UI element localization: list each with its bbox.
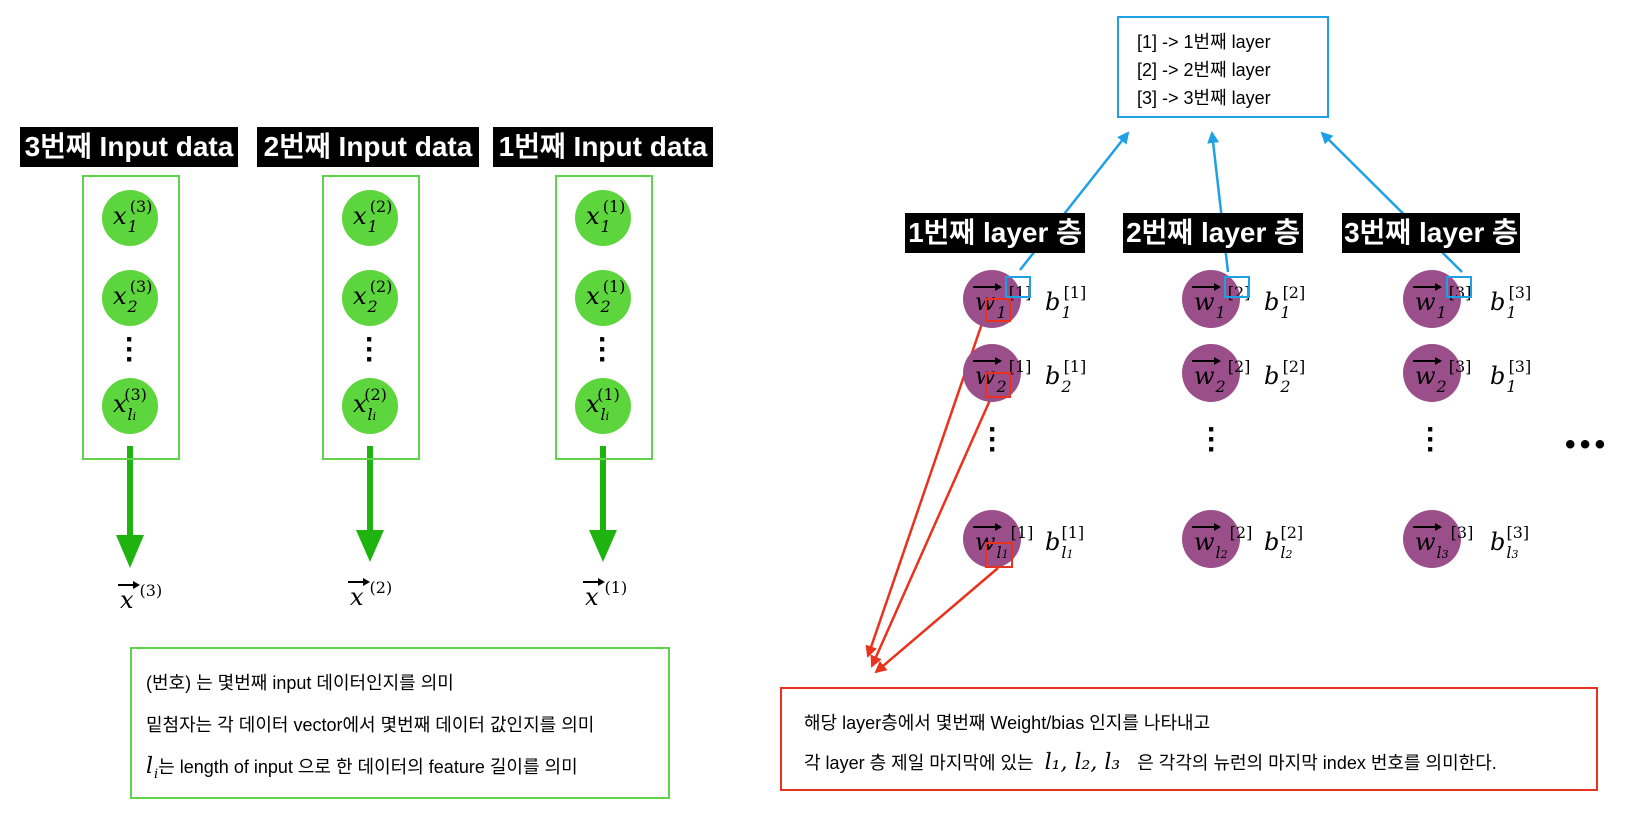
layer-3-node-2 [1403, 344, 1461, 402]
input-note-line-3: li는 length of input 으로 한 데이터의 feature 길이… [146, 754, 578, 782]
red-arrow-2 [870, 399, 992, 668]
red-highlight-1 [985, 298, 1011, 322]
layer-2-node-2 [1182, 344, 1240, 402]
input-node-1-2 [575, 270, 631, 326]
input-header-3: 3번째 Input data [20, 127, 238, 167]
layer-2-weight-2: w2[2] [1192, 357, 1251, 396]
input-node-3-2 [102, 270, 158, 326]
red-highlight-3 [985, 542, 1013, 568]
layer-2-weight-l: wl2[2] [1192, 523, 1253, 562]
input-label-3-2: x2(3) [113, 277, 153, 316]
input-node-1-l [575, 378, 631, 434]
layer-header-1: 1번째 layer 층 [905, 213, 1085, 253]
input-node-3-l [102, 378, 158, 434]
blue-highlight-1 [1005, 276, 1031, 298]
layer-3-dots: ··· [1426, 413, 1436, 466]
input-label-2-l: xli(2) [353, 385, 387, 424]
input-dots-2: ··· [365, 323, 375, 376]
layer-legend-box: [1] -> 1번째 layer [2] -> 2번째 layer [3] ->… [1117, 16, 1329, 118]
layer-legend-line-2: [2] -> 2번째 layer [1137, 60, 1271, 80]
input-note-li: li [146, 754, 159, 782]
input-label-1-1: x1(1) [586, 197, 626, 236]
input-node-1-1 [575, 190, 631, 246]
input-column-2 [322, 175, 420, 460]
layer-1-bias-l: bl1[1] [1045, 523, 1085, 562]
layer-2-node-l [1182, 510, 1240, 568]
layer-note-line-2: 각 layer 층 제일 마지막에 있는 l₁, l₂, l₃ 은 각각의 뉴런… [804, 750, 1497, 775]
layer-1-weight-l: wl1[1] [973, 523, 1034, 562]
green-arrow-3 [116, 446, 144, 568]
layer-header-3: 3번째 layer 층 [1342, 213, 1520, 253]
layer-2-dots: ··· [1207, 413, 1217, 466]
input-header-2: 2번째 Input data [257, 127, 479, 167]
red-arrow-3 [874, 567, 999, 674]
input-node-2-2 [342, 270, 398, 326]
input-column-3 [82, 175, 180, 460]
input-node-2-l [342, 378, 398, 434]
green-arrow-1 [589, 446, 617, 562]
input-header-1: 1번째 Input data [493, 127, 713, 167]
layer-3-weight-l: wl3[3] [1413, 523, 1474, 562]
green-arrow-2 [356, 446, 384, 562]
input-vector-1: x(1) [583, 578, 628, 611]
input-label-2-2: x2(2) [353, 277, 393, 316]
layer-note-box: 해당 layer층에서 몇번째 Weight/bias 인지를 나타내고 각 l… [780, 687, 1598, 791]
layer-header-2: 2번째 layer 층 [1123, 213, 1303, 253]
red-highlight-2 [985, 372, 1011, 398]
blue-highlight-2 [1224, 276, 1250, 298]
input-note-line-1: (번호) 는 몇번째 input 데이터인지를 의미 [146, 673, 454, 693]
layer-1-dots: ··· [988, 413, 998, 466]
blue-highlight-3 [1446, 276, 1472, 298]
layer-note-line-1: 해당 layer층에서 몇번째 Weight/bias 인지를 나타내고 [804, 713, 1211, 733]
layer-legend-line-1: [1] -> 1번째 layer [1137, 32, 1271, 52]
input-label-1-2: x2(1) [586, 277, 626, 316]
input-vector-3: x(3) [118, 581, 163, 614]
layer-3-weight-2: w2[3] [1413, 357, 1472, 396]
input-vector-2: x(2) [348, 578, 393, 611]
input-note-box: (번호) 는 몇번째 input 데이터인지를 의미 밑첨자는 각 데이터 ve… [130, 647, 670, 799]
input-column-1 [555, 175, 653, 460]
input-label-3-1: x1(3) [113, 197, 153, 236]
layer-3-bias-1: b1[3] [1490, 283, 1532, 322]
layer-2-bias-1: b1[2] [1264, 283, 1306, 322]
more-layers-ellipsis: • • • [1565, 428, 1605, 461]
input-dots-1: ··· [598, 323, 608, 376]
layer-3-node-l [1403, 510, 1461, 568]
layer-legend-line-3: [3] -> 3번째 layer [1137, 88, 1271, 108]
layer-3-node-1 [1403, 270, 1461, 328]
input-node-3-1 [102, 190, 158, 246]
layer-2-bias-2: b2[2] [1264, 357, 1306, 396]
layer-3-bias-l: bl3[3] [1490, 523, 1530, 562]
input-dots-3: ··· [125, 323, 135, 376]
input-note-line-2: 밑첨자는 각 데이터 vector에서 몇번째 데이터 값인지를 의미 [146, 715, 595, 735]
layer-note-l-values: l₁, l₂, l₃ [1044, 750, 1121, 775]
input-node-2-1 [342, 190, 398, 246]
layer-1-bias-2: b2[1] [1045, 357, 1087, 396]
layer-1-bias-1: b1[1] [1045, 283, 1087, 322]
input-label-3-l: xli(3) [113, 385, 147, 424]
layer-2-node-1 [1182, 270, 1240, 328]
layer-2-bias-l: bl2[2] [1264, 523, 1304, 562]
layer-3-bias-2: b1[3] [1490, 357, 1532, 396]
input-label-1-l: xli(1) [586, 385, 620, 424]
layer-3-weight-1: w1[3] [1413, 283, 1472, 322]
input-label-2-1: x1(2) [353, 197, 393, 236]
